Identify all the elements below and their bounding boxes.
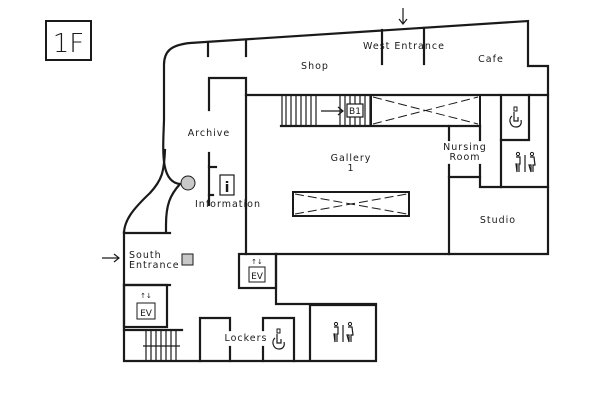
shop-label[interactable]: Shop xyxy=(301,61,329,72)
restroom-icon xyxy=(515,151,536,173)
restroom-icon xyxy=(333,321,354,343)
west-entrance-label[interactable]: West Entrance xyxy=(363,41,445,52)
svg-text:↑↓: ↑↓ xyxy=(251,258,263,266)
outer-wall xyxy=(162,19,550,256)
gallery-label[interactable]: Gallery xyxy=(331,153,372,164)
elevator-lower[interactable]: ↑↓ EV xyxy=(122,283,169,329)
elevator-icon: EV xyxy=(251,272,264,282)
svg-text:↑↓: ↑↓ xyxy=(140,292,152,300)
south-entrance-arrow-icon xyxy=(102,253,120,263)
gallery-number-label[interactable]: 1 xyxy=(347,163,354,174)
cafe-label[interactable]: Cafe xyxy=(478,54,504,65)
nursing-room-label-2[interactable]: Room xyxy=(449,152,480,163)
lockers-wall xyxy=(198,316,232,363)
info-letter: i xyxy=(225,180,230,196)
lockers-label[interactable]: Lockers xyxy=(224,333,267,344)
information-label[interactable]: Information xyxy=(195,199,261,210)
inner-wall xyxy=(274,252,378,306)
void-upper xyxy=(370,94,481,127)
south-entrance-wall xyxy=(122,230,378,363)
accessible-restroom-wall xyxy=(499,93,531,142)
stairs-b1[interactable]: B1 xyxy=(279,96,482,128)
elevator-upper[interactable]: ↑↓ EV xyxy=(237,252,278,290)
elevator-icon: EV xyxy=(140,309,153,319)
wheelchair-icon xyxy=(509,106,522,128)
round-marker-icon xyxy=(180,175,196,191)
studio-label[interactable]: Studio xyxy=(480,215,516,226)
void-gallery xyxy=(292,191,410,217)
archive-wall xyxy=(207,76,248,256)
square-marker-icon xyxy=(181,253,194,266)
south-entrance-label[interactable]: South xyxy=(129,250,162,261)
b1-sign xyxy=(346,103,364,118)
studio-top-wall xyxy=(478,163,550,189)
b1-label: B1 xyxy=(349,107,361,117)
information-icon[interactable]: i xyxy=(219,174,235,196)
stairs-lower[interactable] xyxy=(122,328,184,360)
archive-label[interactable]: Archive xyxy=(188,128,231,139)
lockers-wall xyxy=(261,316,296,363)
nursing-room-label[interactable]: Nursing xyxy=(443,142,487,153)
outer-wall-south-west xyxy=(122,148,167,234)
wheelchair-icon xyxy=(272,328,285,350)
floor-label-box[interactable]: 1F xyxy=(45,20,92,61)
restroom-wall xyxy=(499,93,550,189)
floor-label: 1F xyxy=(53,29,85,59)
stairs-arrow-icon xyxy=(321,106,344,116)
south-entrance-label-2[interactable]: Entrance xyxy=(129,260,180,271)
west-entrance-arrow-icon xyxy=(398,8,408,25)
